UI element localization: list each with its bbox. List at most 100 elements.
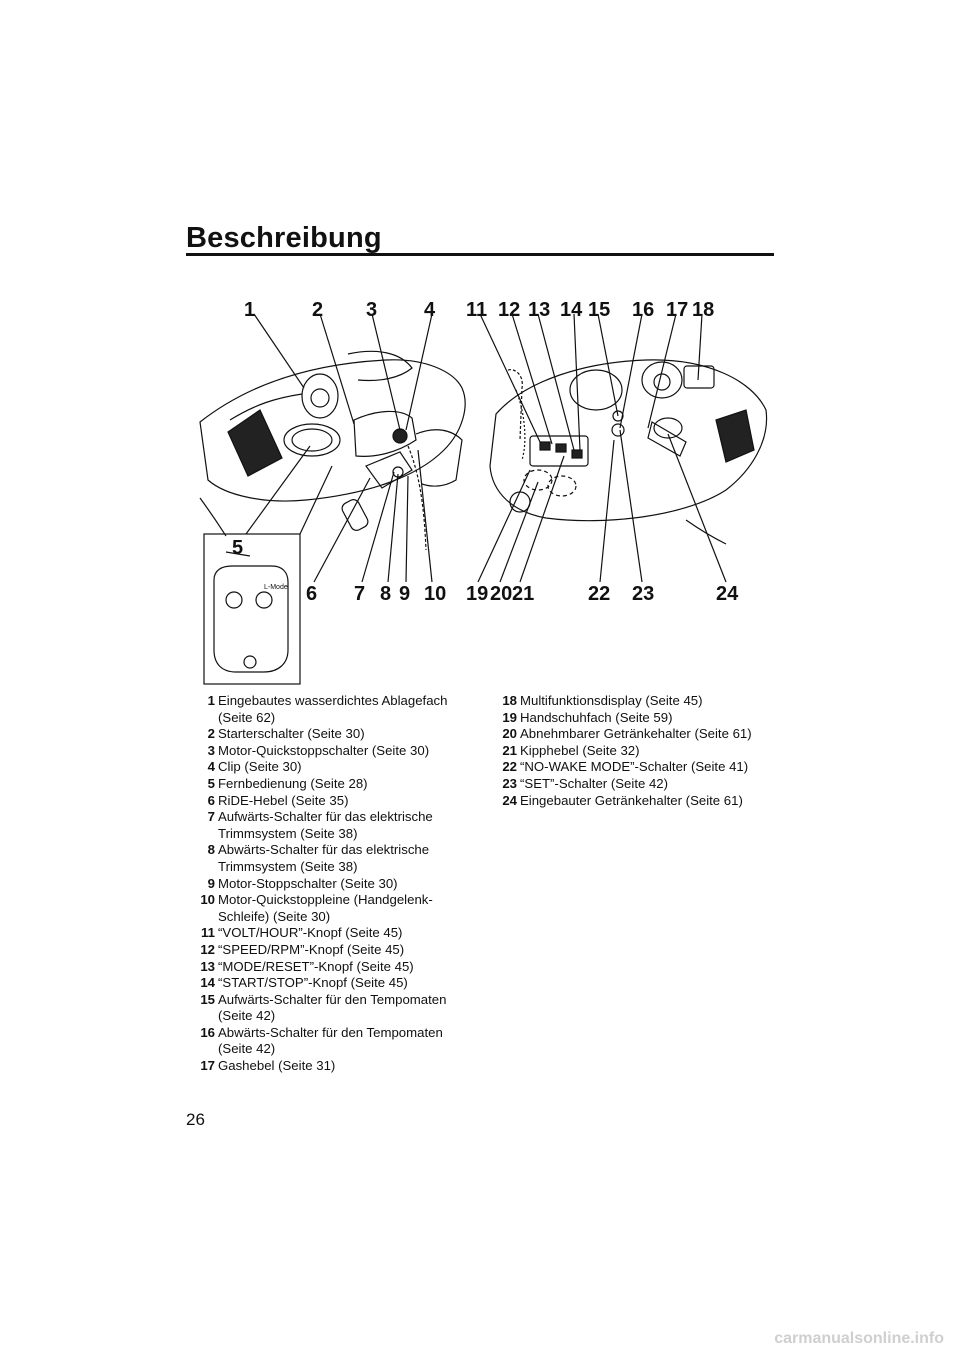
item-text: RiDE-Hebel (Seite 35) [218,793,466,810]
callout-4: 4 [424,300,435,320]
item-number: 3 [186,743,218,760]
item-number: 15 [186,992,218,1025]
item-number: 22 [488,759,520,776]
item-number: 5 [186,776,218,793]
handlebar-line-drawing [186,290,774,690]
callout-15: 15 [588,300,610,320]
item-number: 7 [186,809,218,842]
callout-16: 16 [632,300,654,320]
item-number: 4 [186,759,218,776]
callout-12: 12 [498,300,520,320]
item-text: Handschuhfach (Seite 59) [520,710,778,727]
item-text-line2: Trimmsystem (Seite 38) [218,859,357,874]
watermark: carmanualsonline.info [774,1330,944,1348]
item-text: Fernbedienung (Seite 28) [218,776,466,793]
item-text: “SET”-Schalter (Seite 42) [520,776,778,793]
item-text: Abwärts-Schalter für den Tempomaten(Seit… [218,1025,466,1058]
item-text-line1: Aufwärts-Schalter für das elektrische [218,809,433,824]
item-text: Aufwärts-Schalter für den Tempomaten(Sei… [218,992,466,1025]
callout-17: 17 [666,300,688,320]
callout-11: 11 [466,300,487,320]
item-text: “SPEED/RPM”-Knopf (Seite 45) [218,942,466,959]
item-number: 13 [186,959,218,976]
item-text-line1: Eingebautes wasserdichtes Ablagefach [218,693,447,708]
item-text: “MODE/RESET”-Knopf (Seite 45) [218,959,466,976]
callout-6: 6 [306,584,317,604]
page-title: Beschreibung [186,222,382,255]
callout-19: 19 [466,584,488,604]
title-rule [186,253,774,256]
legend-item: 11“VOLT/HOUR”-Knopf (Seite 45) [186,925,466,942]
handlebar-illustration: 1 2 3 4 11 12 13 14 15 16 17 18 6 7 8 9 … [186,290,774,690]
item-text: Starterschalter (Seite 30) [218,726,466,743]
legend-item: 23“SET”-Schalter (Seite 42) [488,776,778,793]
callout-8: 8 [380,584,391,604]
callout-2: 2 [312,300,323,320]
item-text-line1: Motor-Quickstoppleine (Handgelenk- [218,892,433,907]
item-number: 2 [186,726,218,743]
item-text: Eingebauter Getränkehalter (Seite 61) [520,793,778,810]
item-text: Clip (Seite 30) [218,759,466,776]
item-number: 6 [186,793,218,810]
item-text-line2: Schleife) (Seite 30) [218,909,330,924]
callout-14: 14 [560,300,582,320]
callout-20: 20 [490,584,512,604]
callout-9: 9 [399,584,410,604]
item-number: 14 [186,975,218,992]
legend-item: 14“START/STOP”-Knopf (Seite 45) [186,975,466,992]
item-text: “VOLT/HOUR”-Knopf (Seite 45) [218,925,466,942]
item-text-line2: (Seite 42) [218,1041,275,1056]
item-text-line1: Abwärts-Schalter für das elektrische [218,842,429,857]
item-text: Gashebel (Seite 31) [218,1058,466,1075]
callout-13: 13 [528,300,550,320]
item-text-line1: Abwärts-Schalter für den Tempomaten [218,1025,443,1040]
item-text: Motor-Quickstoppleine (Handgelenk- Schlei… [218,892,466,925]
legend-item: 13“MODE/RESET”-Knopf (Seite 45) [186,959,466,976]
callout-21: 21 [512,584,534,604]
item-text: “NO-WAKE MODE”-Schalter (Seite 41) [520,759,778,776]
item-number: 20 [488,726,520,743]
remote-label: L-Mode [264,584,288,591]
item-number: 10 [186,892,218,925]
callout-5: 5 [232,538,243,558]
item-number: 11 [186,925,218,942]
item-number: 18 [488,693,520,710]
callout-23: 23 [632,584,654,604]
item-number: 12 [186,942,218,959]
callout-3: 3 [366,300,377,320]
item-text: Abnehmbarer Getränkehalter (Seite 61) [520,726,778,743]
item-text: Motor-Quickstoppschalter (Seite 30) [218,743,466,760]
item-text: “START/STOP”-Knopf (Seite 45) [218,975,466,992]
callout-18: 18 [692,300,714,320]
callout-7: 7 [354,584,365,604]
item-number: 16 [186,1025,218,1058]
item-text: Multifunktionsdisplay (Seite 45) [520,693,778,710]
callout-1: 1 [244,300,255,320]
callout-22: 22 [588,584,610,604]
callout-10: 10 [424,584,446,604]
item-number: 1 [186,693,218,726]
item-number: 17 [186,1058,218,1075]
callout-24: 24 [716,584,738,604]
item-number: 24 [488,793,520,810]
item-text-line2: (Seite 62) [218,710,275,725]
